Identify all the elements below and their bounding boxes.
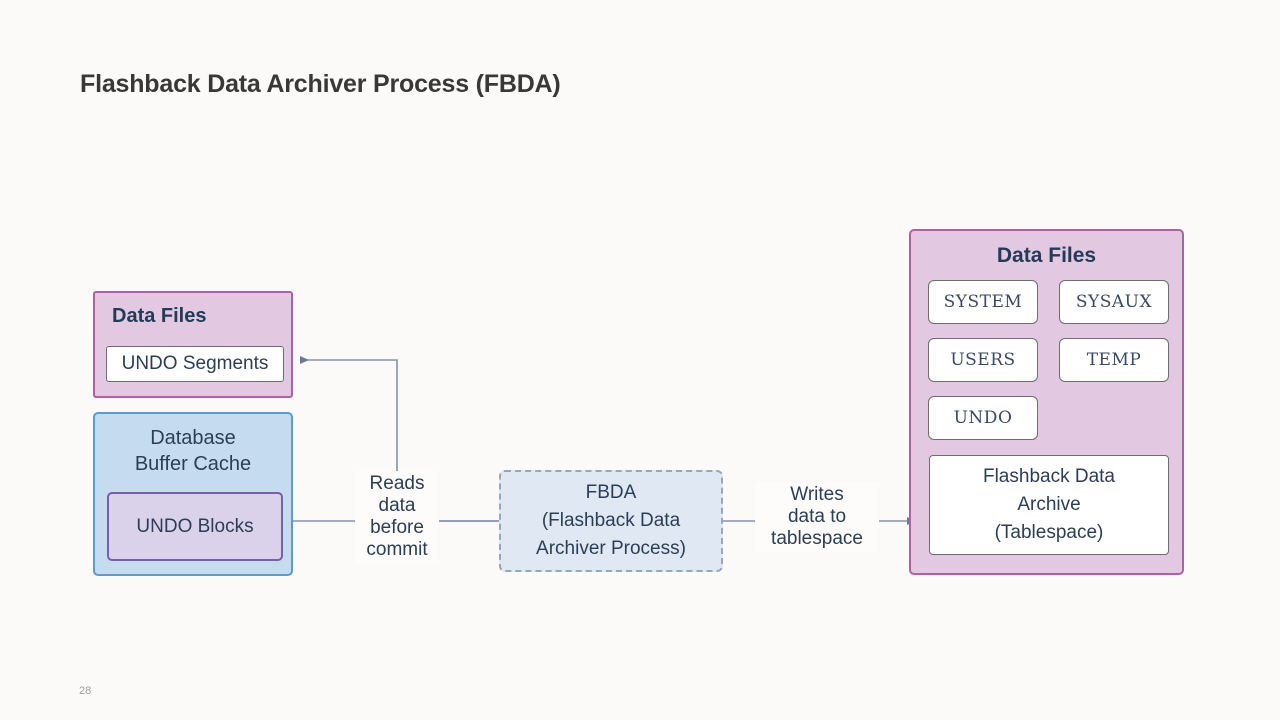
- undo-segments-box[interactable]: UNDO Segments: [106, 346, 284, 382]
- buffer-cache-title: Database Buffer Cache: [134, 427, 252, 475]
- undo-blocks-box[interactable]: UNDO Blocks: [107, 492, 283, 561]
- flashback-data-archive-box[interactable]: Flashback Data Archive (Tablespace): [929, 455, 1169, 555]
- tablespace-item[interactable]: USERS: [928, 338, 1038, 382]
- edge-label-reads: Reads data before commit: [355, 471, 439, 563]
- tablespace-item[interactable]: UNDO: [928, 396, 1038, 440]
- fbda-process-box[interactable]: FBDA (Flashback Data Archiver Process): [499, 470, 723, 572]
- tablespace-item[interactable]: SYSTEM: [928, 280, 1038, 324]
- right-data-files-panel: Data Files SYSTEM SYSAUX USERS TEMP UNDO…: [909, 229, 1184, 575]
- edge-label-writes: Writes data to tablespace: [755, 482, 879, 552]
- left-data-files-panel: Data Files UNDO Segments: [93, 291, 293, 398]
- tablespace-item[interactable]: TEMP: [1059, 338, 1169, 382]
- tablespace-item[interactable]: SYSAUX: [1059, 280, 1169, 324]
- database-buffer-cache-panel: Database Buffer Cache UNDO Blocks: [93, 412, 293, 576]
- right-data-files-title: Data Files: [996, 244, 1097, 267]
- page-title: Flashback Data Archiver Process (FBDA): [80, 70, 561, 98]
- page-number: 28: [79, 685, 92, 697]
- left-data-files-title: Data Files: [112, 305, 207, 327]
- tablespace-grid: SYSTEM SYSAUX USERS TEMP UNDO: [928, 280, 1169, 440]
